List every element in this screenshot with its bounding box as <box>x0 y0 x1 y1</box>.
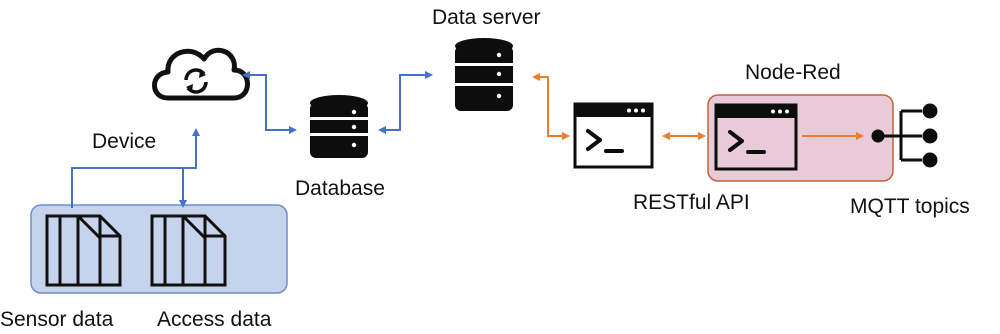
device-label: Device <box>92 130 157 153</box>
device-to-cloud-connector <box>71 128 200 208</box>
mqtt-topics-icon <box>871 103 938 168</box>
access-data-file-icon <box>150 214 227 287</box>
restful-api-label: RESTful API <box>633 191 750 214</box>
database-label: Database <box>295 177 385 200</box>
database-icon <box>310 95 368 158</box>
dataserver-api-connector <box>532 73 570 140</box>
cloud-sync-icon <box>152 47 250 101</box>
database-dataserver-connector <box>378 71 433 134</box>
node-red-label: Node-Red <box>745 61 841 84</box>
access-data-label: Access data <box>157 308 272 331</box>
device-box <box>30 204 288 294</box>
restful-api-terminal-icon <box>573 102 654 169</box>
node-red-terminal-icon <box>714 103 798 171</box>
sensor-data-file-icon <box>45 214 122 287</box>
data-server-label: Data server <box>432 6 541 29</box>
sensor-data-label: Sensor data <box>0 308 114 331</box>
cloud-database-connector <box>242 71 297 134</box>
mqtt-topics-label: MQTT topics <box>850 195 970 218</box>
data-server-icon <box>455 38 513 111</box>
